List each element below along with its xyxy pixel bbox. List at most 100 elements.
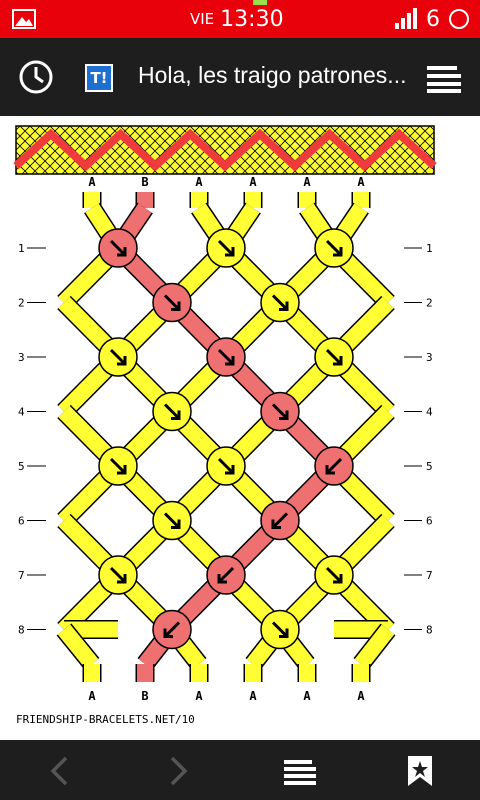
knot: [98, 446, 138, 486]
site-favicon: T!: [85, 64, 113, 92]
knot-arrow-icon: [271, 512, 289, 529]
battery-ring-icon: [449, 9, 469, 29]
knot: [314, 228, 354, 268]
row-label-right: 3: [426, 351, 433, 364]
forward-arrow-icon[interactable]: [160, 754, 196, 788]
bottom-strand-label: B: [141, 689, 148, 703]
knot: [152, 282, 192, 323]
knot: [98, 337, 138, 377]
knot-arrowhead: [225, 356, 235, 366]
bookmark-icon[interactable]: [402, 754, 438, 788]
knot-arrow-icon: [217, 457, 235, 475]
knot-arrow-icon: [271, 294, 289, 311]
knot: [206, 228, 246, 268]
knot: [314, 446, 354, 486]
row-label-left: 2: [18, 297, 25, 310]
row-label-right: 7: [426, 569, 433, 582]
knot-arrow-icon: [271, 403, 289, 420]
knot-arrow-icon: [325, 457, 343, 475]
row-label-left: 6: [18, 515, 25, 528]
knot: [206, 337, 246, 377]
knot-arrow-icon: [217, 348, 235, 366]
knot-arrowhead: [271, 519, 281, 529]
row-label-right: 2: [426, 297, 433, 310]
knot: [152, 391, 192, 432]
knot-arrow-icon: [325, 566, 343, 584]
knot-arrowhead: [171, 410, 181, 420]
knot-arrow-icon: [325, 239, 343, 257]
knot-arrow-icon: [109, 348, 127, 366]
top-strand-label: B: [141, 175, 148, 189]
bracelet-preview: [13, 125, 437, 175]
row-label-left: 5: [18, 460, 25, 473]
browser-toolbar: T! Hola, les traigo patrones...: [0, 38, 480, 116]
knot: [314, 337, 354, 377]
row-label-right: 4: [426, 406, 433, 419]
knot-arrowhead: [117, 574, 127, 584]
knot: [260, 609, 300, 650]
tabs-button[interactable]: [282, 754, 318, 788]
knot-arrowhead: [325, 465, 335, 475]
top-strand-label: A: [303, 175, 311, 189]
knot: [260, 500, 300, 541]
knot-arrowhead: [171, 301, 181, 311]
knot: [206, 555, 246, 595]
pattern-footer: FRIENDSHIP-BRACELETS.NET/10: [16, 713, 195, 726]
battery-level: 6: [426, 6, 440, 32]
row-label-right: 1: [426, 242, 433, 255]
knot-arrow-icon: [217, 566, 235, 584]
knot-arrowhead: [333, 574, 343, 584]
signal-icon: [395, 8, 417, 29]
top-strand-label: A: [195, 175, 203, 189]
bottom-strand-label: A: [357, 689, 365, 703]
knot-arrow-icon: [217, 239, 235, 257]
knot: [152, 500, 192, 541]
page-title[interactable]: Hola, les traigo patrones...: [138, 62, 407, 88]
bottom-strand-label: A: [303, 689, 311, 703]
knot: [260, 282, 300, 323]
knot-arrow-icon: [109, 457, 127, 475]
knot-arrow-icon: [163, 403, 181, 420]
tabs-menu-icon[interactable]: [425, 62, 463, 94]
status-day: VIE: [190, 10, 215, 28]
knot-arrow-icon: [325, 348, 343, 366]
knot-arrowhead: [225, 465, 235, 475]
back-arrow-icon[interactable]: [42, 754, 78, 788]
knot-arrowhead: [279, 301, 289, 311]
history-clock-icon[interactable]: [18, 59, 54, 95]
knot-arrow-icon: [163, 512, 181, 529]
knot-arrowhead: [333, 356, 343, 366]
row-label-right: 6: [426, 515, 433, 528]
status-time: 13:30: [220, 6, 284, 32]
bottom-navigation-bar: [0, 740, 480, 800]
preview-zigzag: [13, 128, 437, 172]
bottom-strand-label: A: [249, 689, 257, 703]
top-strand-label: A: [88, 175, 96, 189]
knot-arrowhead: [171, 519, 181, 529]
gallery-notification-icon: [12, 9, 36, 29]
notification-led: [253, 0, 267, 5]
row-label-left: 3: [18, 351, 25, 364]
tabs-stack-icon: [284, 760, 316, 785]
row-label-right: 5: [426, 460, 433, 473]
knot-arrow-icon: [109, 566, 127, 584]
row-label-right: 8: [426, 624, 433, 637]
pattern-knots: [98, 228, 354, 650]
status-bar: VIE 13:30 6: [0, 0, 480, 38]
knot-arrow-icon: [271, 621, 289, 638]
bottom-strand-label: A: [88, 689, 96, 703]
knot: [260, 391, 300, 432]
knot: [98, 228, 138, 268]
knot: [152, 609, 192, 650]
knot: [314, 555, 354, 595]
knot-arrowhead: [279, 410, 289, 420]
knot-arrowhead: [217, 574, 227, 584]
row-label-left: 8: [18, 624, 25, 637]
top-strand-label: A: [249, 175, 257, 189]
knot-arrowhead: [333, 247, 343, 257]
row-label-left: 7: [18, 569, 25, 582]
knot-arrowhead: [117, 465, 127, 475]
strand-segment: [57, 624, 99, 670]
